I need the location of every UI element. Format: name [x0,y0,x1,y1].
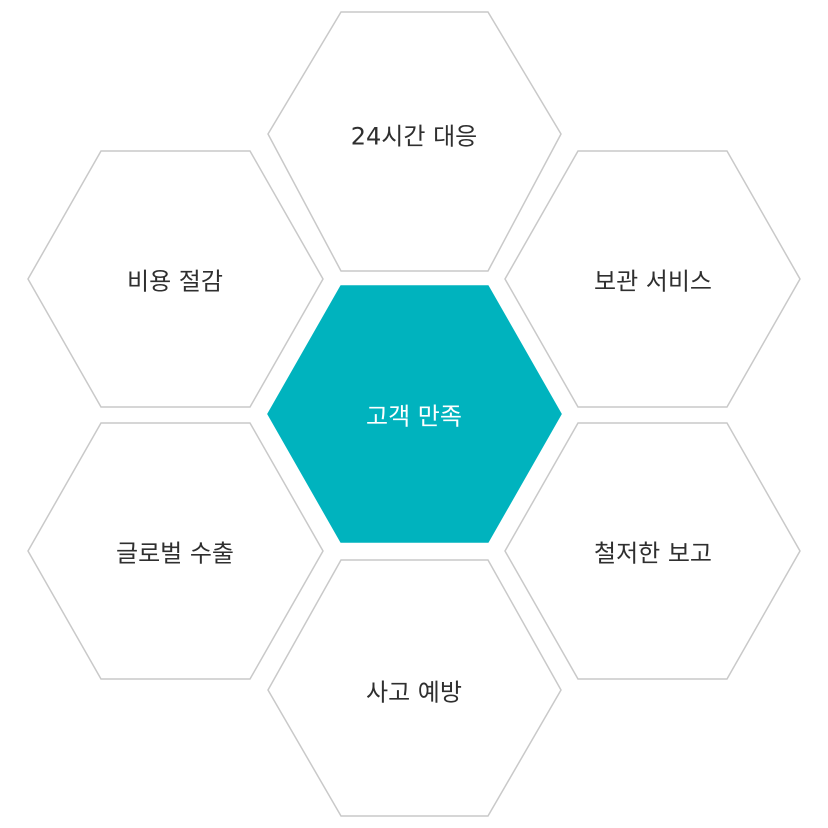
label-lower-left: 글로벌 수출 [115,539,235,568]
hexagon-top [267,11,562,272]
label-lower-right: 철저한 보고 [593,539,713,568]
label-bottom: 사고 예방 [366,678,462,707]
hexagon-lower-left [27,422,324,680]
label-top: 24시간 대응 [350,122,478,151]
hexagon-center [267,285,562,543]
label-upper-left: 비용 절감 [127,267,223,296]
hexagon-bottom [267,559,562,817]
hexagon-upper-left [27,150,324,408]
hexagon-lower-right [504,422,801,680]
label-center: 고객 만족 [366,402,462,431]
label-upper-right: 보관 서비스 [593,267,713,296]
hexagon-upper-right [504,150,801,408]
